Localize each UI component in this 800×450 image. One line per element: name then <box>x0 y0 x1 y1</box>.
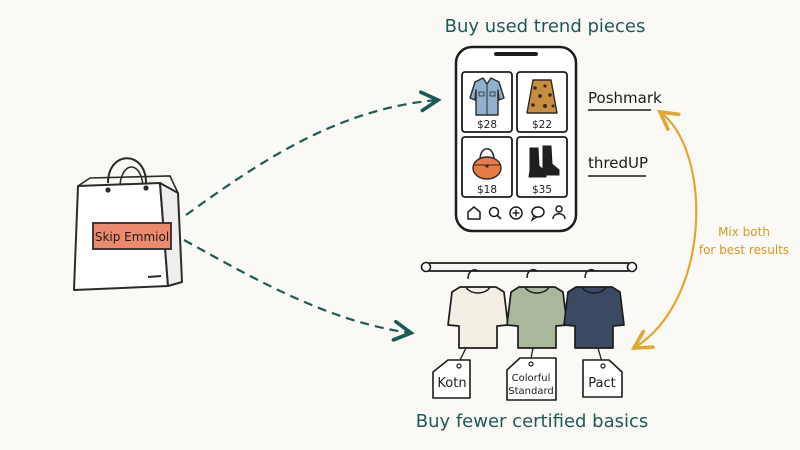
arrow-to-resale <box>185 100 438 216</box>
mix-note-line1: Mix both <box>718 225 770 239</box>
tee-pact <box>563 268 625 349</box>
listing-price-4: $35 <box>532 184 552 196</box>
brand-poshmark-label: Poshmark <box>588 89 662 107</box>
search-icon[interactable] <box>488 206 502 220</box>
listing-tile-3[interactable]: $18 <box>461 136 513 198</box>
tee-kotn <box>447 269 509 349</box>
bag-label: Skip Emmiol <box>95 230 169 244</box>
tag-pact: Pact <box>582 359 623 398</box>
tag-kotn-label: Kotn <box>437 376 466 391</box>
home-icon[interactable] <box>467 206 481 220</box>
denim-jacket-icon <box>469 77 505 116</box>
orange-handbag-icon <box>472 147 502 180</box>
brand-thredup[interactable]: thredUP <box>588 154 648 177</box>
tag-colorful-standard: Colorful Standard <box>506 357 557 401</box>
listing-tile-4[interactable]: $35 <box>516 136 568 198</box>
clothing-rack <box>420 261 638 273</box>
mix-both-arrow <box>634 112 698 348</box>
brand-poshmark[interactable]: Poshmark <box>588 89 662 111</box>
bag-label-box <box>92 222 172 250</box>
add-icon[interactable] <box>509 206 523 220</box>
tee-colorful-standard <box>506 268 568 349</box>
listing-price-1: $28 <box>477 119 497 131</box>
brand-thredup-label: thredUP <box>588 154 648 172</box>
tag-pact-label: Pact <box>588 376 615 391</box>
listing-price-2: $22 <box>532 119 552 131</box>
chat-icon[interactable] <box>530 206 545 222</box>
bottom-heading: Buy fewer certified basics <box>416 411 649 432</box>
tag-kotn: Kotn <box>432 359 471 399</box>
tag-colorful-label-line1: Colorful <box>512 373 551 384</box>
resale-app-phone: $28 $22 <box>454 45 578 233</box>
listing-tile-2[interactable]: $22 <box>516 71 568 133</box>
tag-colorful-label-line2: Standard <box>508 386 554 397</box>
listing-tile-1[interactable]: $28 <box>461 71 513 133</box>
app-bottom-nav <box>467 205 566 222</box>
listing-price-3: $18 <box>477 184 497 196</box>
shopping-bag: Skip Emmiol <box>73 157 183 291</box>
arrow-to-basics <box>183 239 411 333</box>
top-heading: Buy used trend pieces <box>445 16 646 37</box>
profile-icon[interactable] <box>552 205 566 220</box>
leopard-skirt-icon <box>526 79 558 114</box>
black-boots-icon <box>528 145 560 178</box>
mix-note-line2: for best results <box>699 243 789 257</box>
